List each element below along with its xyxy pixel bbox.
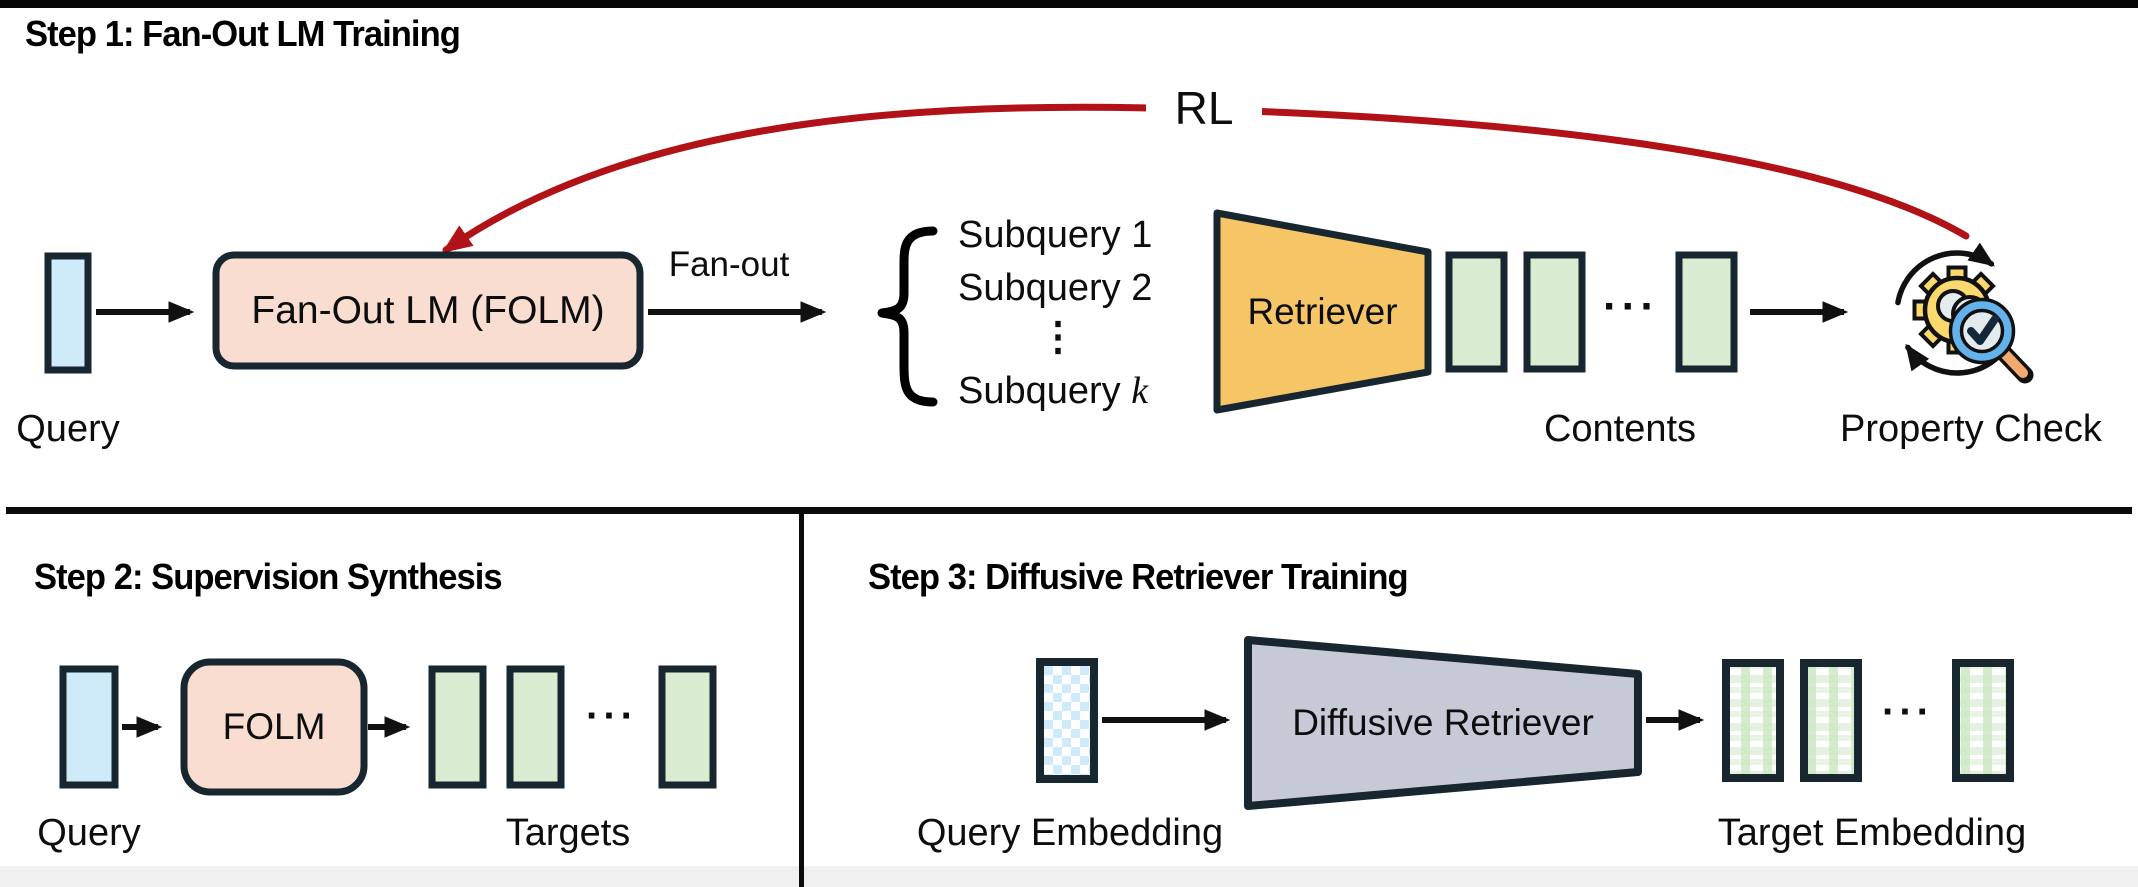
query-embedding-box	[1036, 658, 1098, 783]
target-embedding-label: Target Embedding	[1717, 812, 2027, 854]
retriever-label: Retriever	[1247, 291, 1398, 332]
target-embedding-ellipsis: ···	[1882, 690, 1934, 734]
step1-title: Step 1: Fan-Out LM Training	[25, 13, 461, 54]
rl-label: RL	[1146, 84, 1262, 132]
property-check-icon	[1895, 242, 2034, 384]
folm-box-label: Fan-Out LM (FOLM)	[251, 288, 605, 332]
targets-label: Targets	[505, 812, 631, 854]
targets-ellipsis: ···	[586, 694, 638, 738]
target-box-3	[658, 665, 717, 789]
target-embedding-box-1	[1722, 659, 1784, 782]
step2-query-label: Query	[37, 812, 141, 854]
subquery-k: Subquery k	[958, 369, 1148, 413]
step1-shapes	[44, 103, 2034, 414]
content-box-1	[1445, 251, 1508, 373]
subquery-vertical-dots: ⋮	[1038, 315, 1078, 359]
subquery-1: Subquery 1	[958, 214, 1153, 256]
target-box-2	[506, 665, 565, 789]
folm-box	[180, 658, 368, 796]
step1-query-label: Query	[16, 408, 120, 450]
subquery-k-prefix: Subquery	[958, 370, 1132, 412]
check-icon	[1967, 315, 1999, 345]
step3-shapes	[1036, 636, 2014, 810]
content-box-2	[1523, 251, 1586, 373]
top-edge-bar	[0, 0, 2138, 8]
magnifier-check-icon	[1948, 297, 2034, 384]
target-box-1	[428, 665, 487, 789]
subquery-k-variable: k	[1131, 370, 1149, 412]
subquery-2: Subquery 2	[958, 267, 1153, 309]
target-embedding-box-2	[1800, 659, 1862, 782]
step2-shapes	[59, 658, 717, 796]
query-box	[44, 252, 92, 374]
contents-label: Contents	[1543, 408, 1697, 450]
folm-box	[212, 251, 644, 370]
step3-title: Step 3: Diffusive Retriever Training	[868, 556, 1409, 597]
property-check-label: Property Check	[1840, 408, 2102, 450]
bottom-edge-strip	[0, 866, 2138, 887]
diffusive-retriever-trapezoid	[1244, 636, 1642, 810]
subquery-brace	[877, 226, 938, 407]
fanout-label: Fan-out	[668, 245, 790, 284]
contents-ellipsis: ···	[1603, 282, 1659, 331]
folm-small-box-label: FOLM	[222, 706, 326, 747]
horizontal-divider	[6, 507, 2132, 514]
cycle-arrow-top	[1895, 242, 1995, 306]
retriever-trapezoid	[1213, 209, 1432, 414]
target-embedding-box-3	[1952, 659, 2014, 782]
diffusive-retriever-label: Diffusive Retriever	[1292, 702, 1594, 743]
content-box-3	[1675, 251, 1738, 373]
step2-title: Step 2: Supervision Synthesis	[34, 556, 503, 597]
query-embedding-label: Query Embedding	[916, 812, 1224, 854]
vertical-divider	[799, 514, 804, 887]
query-box	[59, 665, 119, 789]
